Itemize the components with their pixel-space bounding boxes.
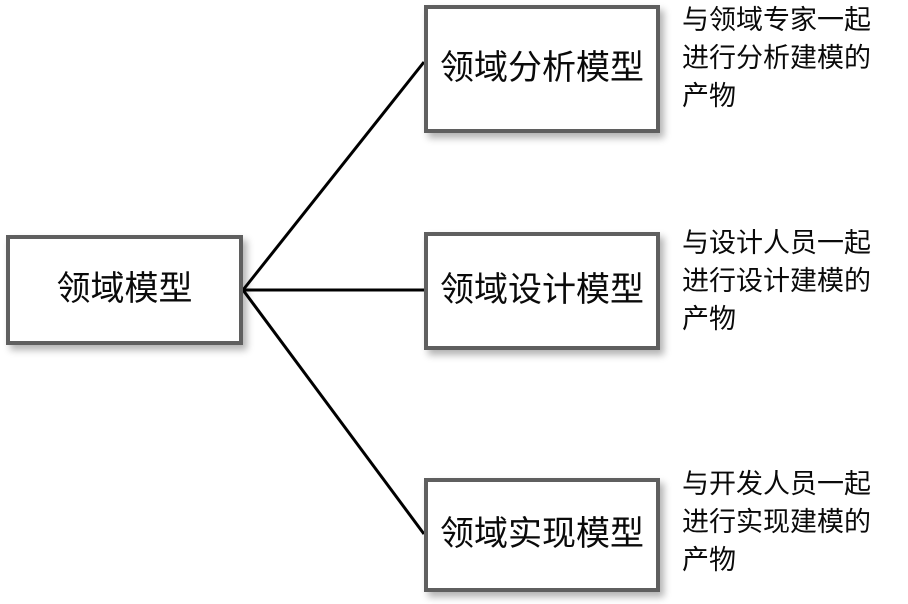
node-domain-analysis-model-label: 领域分析模型 bbox=[440, 48, 644, 89]
connector-root-to-implementation bbox=[241, 289, 426, 535]
description-domain-design-model: 与设计人员一起 进行设计建模的 产物 bbox=[682, 228, 871, 335]
node-domain-design-model-label: 领域设计模型 bbox=[440, 270, 644, 311]
node-domain-design-model[interactable]: 领域设计模型 bbox=[424, 232, 660, 350]
description-domain-implementation-model: 与开发人员一起 进行实现建模的 产物 bbox=[682, 469, 871, 576]
node-domain-model-label: 领域模型 bbox=[56, 269, 193, 310]
connector-root-to-analysis bbox=[241, 61, 426, 291]
node-domain-implementation-model-label: 领域实现模型 bbox=[440, 514, 644, 555]
description-domain-analysis-model: 与领域专家一起 进行分析建模的 产物 bbox=[682, 5, 871, 112]
node-domain-implementation-model[interactable]: 领域实现模型 bbox=[424, 478, 660, 592]
node-domain-model[interactable]: 领域模型 bbox=[6, 235, 243, 345]
node-domain-analysis-model[interactable]: 领域分析模型 bbox=[424, 5, 660, 133]
